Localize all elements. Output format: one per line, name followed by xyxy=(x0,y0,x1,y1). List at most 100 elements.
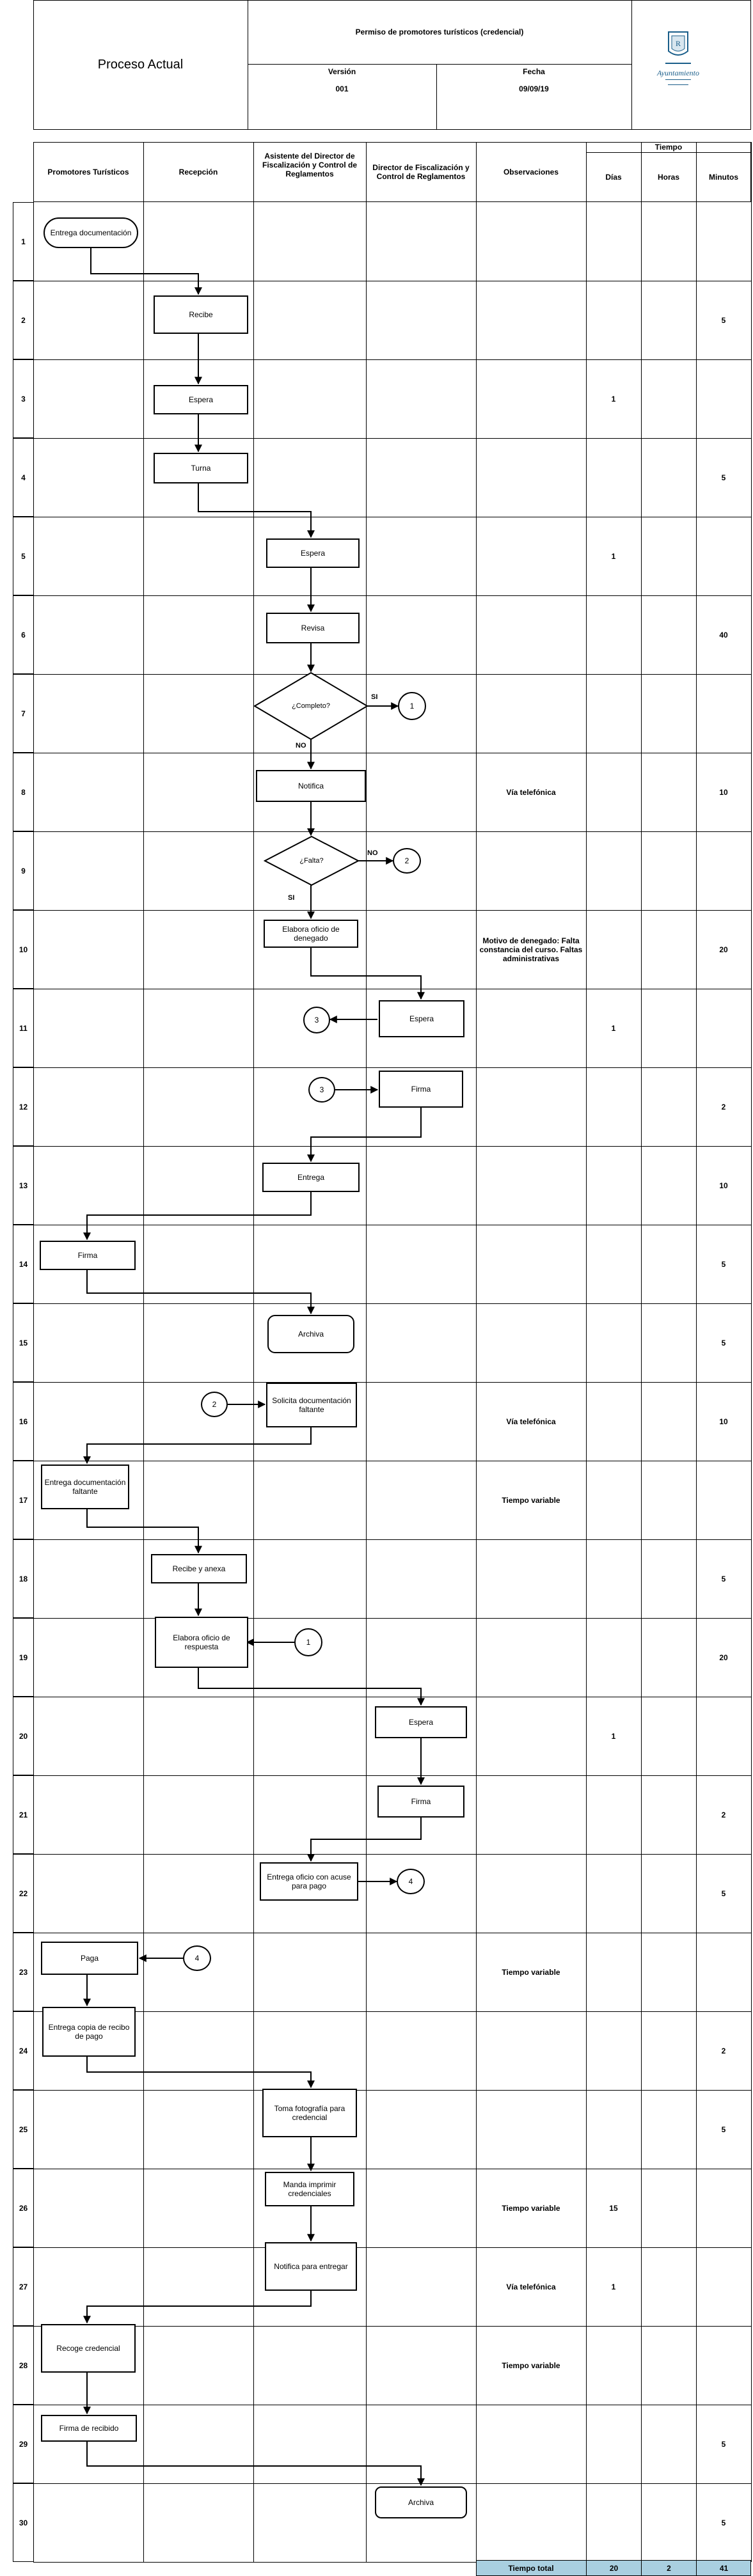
row-minutos: 20 xyxy=(719,945,728,954)
connector-1-out: 1 xyxy=(398,692,426,720)
connector-4-in: 4 xyxy=(183,1945,211,1971)
row-minutos: 10 xyxy=(719,787,728,797)
row-divider xyxy=(33,2562,751,2563)
svg-text:R: R xyxy=(676,39,681,48)
totals-horas: 2 xyxy=(641,2560,696,2576)
row-observacion: Tiempo variable xyxy=(502,1495,560,1505)
step-15-archiva: Archiva xyxy=(267,1315,354,1353)
column-divider xyxy=(33,142,34,2562)
step-16-solicita-documentacion: Solicita documentación faltante xyxy=(266,1383,357,1427)
flow-line xyxy=(83,1427,312,1465)
row-minutos: 5 xyxy=(721,1889,726,1898)
step-11-espera: Espera xyxy=(379,1000,464,1037)
step-6-revisa: Revisa xyxy=(266,613,360,643)
column-divider xyxy=(253,142,254,2562)
row-observacion: Tiempo variable xyxy=(502,2203,560,2213)
row-divider xyxy=(33,438,751,439)
col-recepcion: Recepción xyxy=(178,168,218,177)
step-30-archiva: Archiva xyxy=(375,2486,467,2518)
label-no-9: NO xyxy=(367,849,378,857)
connector-1-in: 1 xyxy=(294,1628,322,1656)
step-3-espera: Espera xyxy=(154,385,248,414)
row-divider xyxy=(33,1775,751,1776)
connector-3-in: 3 xyxy=(308,1077,335,1103)
row-divider xyxy=(33,2326,751,2327)
flow-line xyxy=(307,1818,422,1862)
row-divider xyxy=(33,595,751,596)
col-dias: Días xyxy=(605,173,622,182)
row-observacion: Tiempo variable xyxy=(502,1967,560,1977)
step-23-paga: Paga xyxy=(41,1942,138,1975)
date-value: 09/09/19 xyxy=(519,84,549,93)
municipality-logo: R Ayuntamiento xyxy=(646,26,710,102)
flow-line xyxy=(310,948,425,1000)
row-minutos: 5 xyxy=(721,1574,726,1583)
flow-line xyxy=(198,483,315,538)
col-minutos: Minutos xyxy=(709,173,738,182)
decision-7-completo xyxy=(253,671,369,741)
header-block xyxy=(33,0,751,130)
row-observacion: Motivo de denegado: Falta constancia del… xyxy=(479,936,583,963)
step-25-toma-fotografia: Toma fotografía para credencial xyxy=(262,2089,357,2137)
row-minutos: 2 xyxy=(721,1810,726,1819)
step-27-notifica-entregar: Notifica para entregar xyxy=(265,2242,357,2291)
row-divider xyxy=(33,1539,751,1540)
row-minutos: 20 xyxy=(719,1653,728,1662)
row-divider xyxy=(33,2011,751,2012)
row-minutos: 40 xyxy=(719,630,728,640)
version-label: Versión xyxy=(328,67,356,76)
col-horas: Horas xyxy=(657,173,679,182)
col-asistente: Asistente del Director de Fiscalización … xyxy=(262,152,358,178)
flow-line xyxy=(307,1108,422,1163)
row-divider xyxy=(33,674,751,675)
flow-line xyxy=(86,2442,425,2486)
row-divider xyxy=(33,1618,751,1619)
connector-2-out: 2 xyxy=(393,848,421,874)
row-minutos: 10 xyxy=(719,1181,728,1190)
header-divider-2 xyxy=(631,0,632,130)
flow-line xyxy=(86,1509,202,1554)
column-divider xyxy=(476,142,477,2562)
row-divider xyxy=(33,1382,751,1383)
step-20-espera: Espera xyxy=(375,1706,467,1738)
connector-3-out: 3 xyxy=(303,1007,330,1033)
process-title: Proceso Actual xyxy=(97,58,184,72)
row-observacion: Vía telefónica xyxy=(506,787,556,797)
step-18-recibe-y-anexa: Recibe y anexa xyxy=(151,1554,247,1583)
step-14-firma: Firma xyxy=(40,1241,136,1270)
header-divider-4 xyxy=(436,64,437,130)
row-dias: 1 xyxy=(611,2282,616,2291)
column-divider xyxy=(143,142,144,2562)
row-dias: 1 xyxy=(611,1023,616,1033)
row-minutos: 10 xyxy=(719,1417,728,1426)
totals-dias: 20 xyxy=(586,2560,641,2576)
flow-line xyxy=(86,2057,315,2089)
row-minutos: 5 xyxy=(721,473,726,482)
row-divider xyxy=(33,1067,751,1068)
column-divider xyxy=(586,142,587,2562)
row-observacion: Tiempo variable xyxy=(502,2360,560,2370)
decision-7-label: ¿Completo? xyxy=(292,702,330,710)
decision-9-falta xyxy=(264,835,360,886)
column-divider xyxy=(641,142,642,2562)
connector-4-out: 4 xyxy=(397,1869,425,1894)
step-13-entrega: Entrega xyxy=(262,1163,360,1192)
step-5-espera: Espera xyxy=(266,538,360,568)
step-4-turna: Turna xyxy=(154,453,248,483)
col-director: Director de Fiscalización y Control de R… xyxy=(372,163,470,181)
column-divider xyxy=(751,142,752,2562)
totals-minutos: 41 xyxy=(696,2560,751,2576)
column-divider xyxy=(696,142,697,2562)
row-observacion: Vía telefónica xyxy=(506,2282,556,2291)
totals-label: Tiempo total xyxy=(508,2563,554,2573)
step-19-elabora-oficio-respuesta: Elabora oficio de respuesta xyxy=(155,1617,248,1668)
step-17-entrega-faltante: Entrega documentación faltante xyxy=(41,1465,129,1509)
decision-9-label: ¿Falta? xyxy=(299,857,324,865)
step-28-recoge-credencial: Recoge credencial xyxy=(41,2324,136,2373)
row-minutos: 5 xyxy=(721,2124,726,2134)
row-minutos: 2 xyxy=(721,1102,726,1111)
totals-row xyxy=(476,2560,751,2576)
step-26-manda-imprimir: Manda imprimir credenciales xyxy=(265,2172,354,2206)
date-label: Fecha xyxy=(523,67,545,76)
